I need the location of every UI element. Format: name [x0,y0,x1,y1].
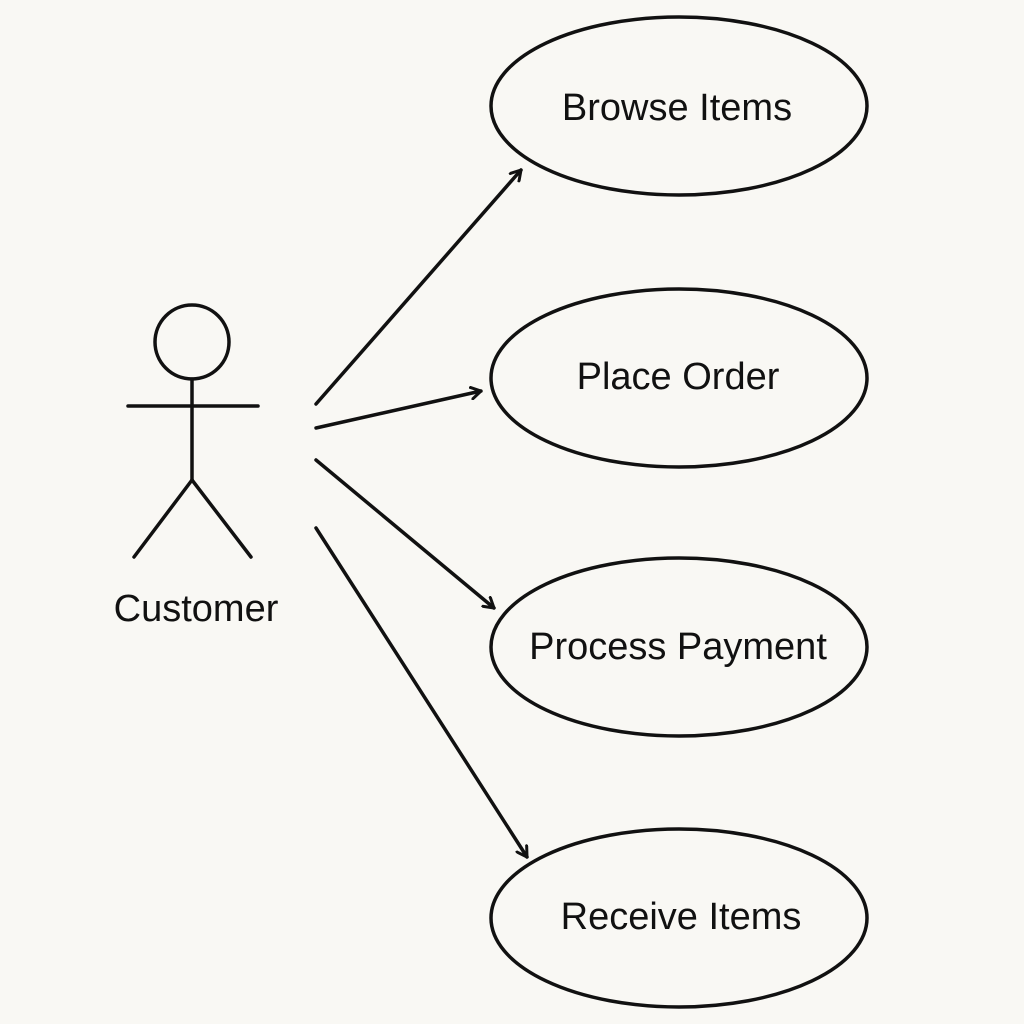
use-case-label: Receive Items [561,896,802,938]
use-case-place-order: Place Order [489,287,869,469]
use-case-label: Browse Items [562,87,792,129]
use-case-process-payment: Process Payment [489,556,869,738]
use-case-ellipse [489,827,869,1009]
arrow-to-browse-items [314,168,523,406]
use-case-label: Process Payment [529,626,827,668]
arrow-to-process-payment [314,458,496,610]
use-case-ellipse [489,15,869,197]
use-case-ellipse [489,556,869,738]
use-case-browse-items: Browse Items [489,15,869,197]
customer-actor: Customer [114,303,279,630]
actor-label: Customer [114,588,279,630]
arrow-to-receive-items [314,526,529,859]
actor-left-leg [132,478,194,559]
actor-right-leg [190,478,253,559]
use-case-label: Place Order [577,356,780,398]
arrow-to-place-order [314,391,483,430]
associations [314,168,529,859]
actor-head [153,303,231,381]
use-case-receive-items: Receive Items [489,827,869,1009]
use-case-ellipse [489,287,869,469]
